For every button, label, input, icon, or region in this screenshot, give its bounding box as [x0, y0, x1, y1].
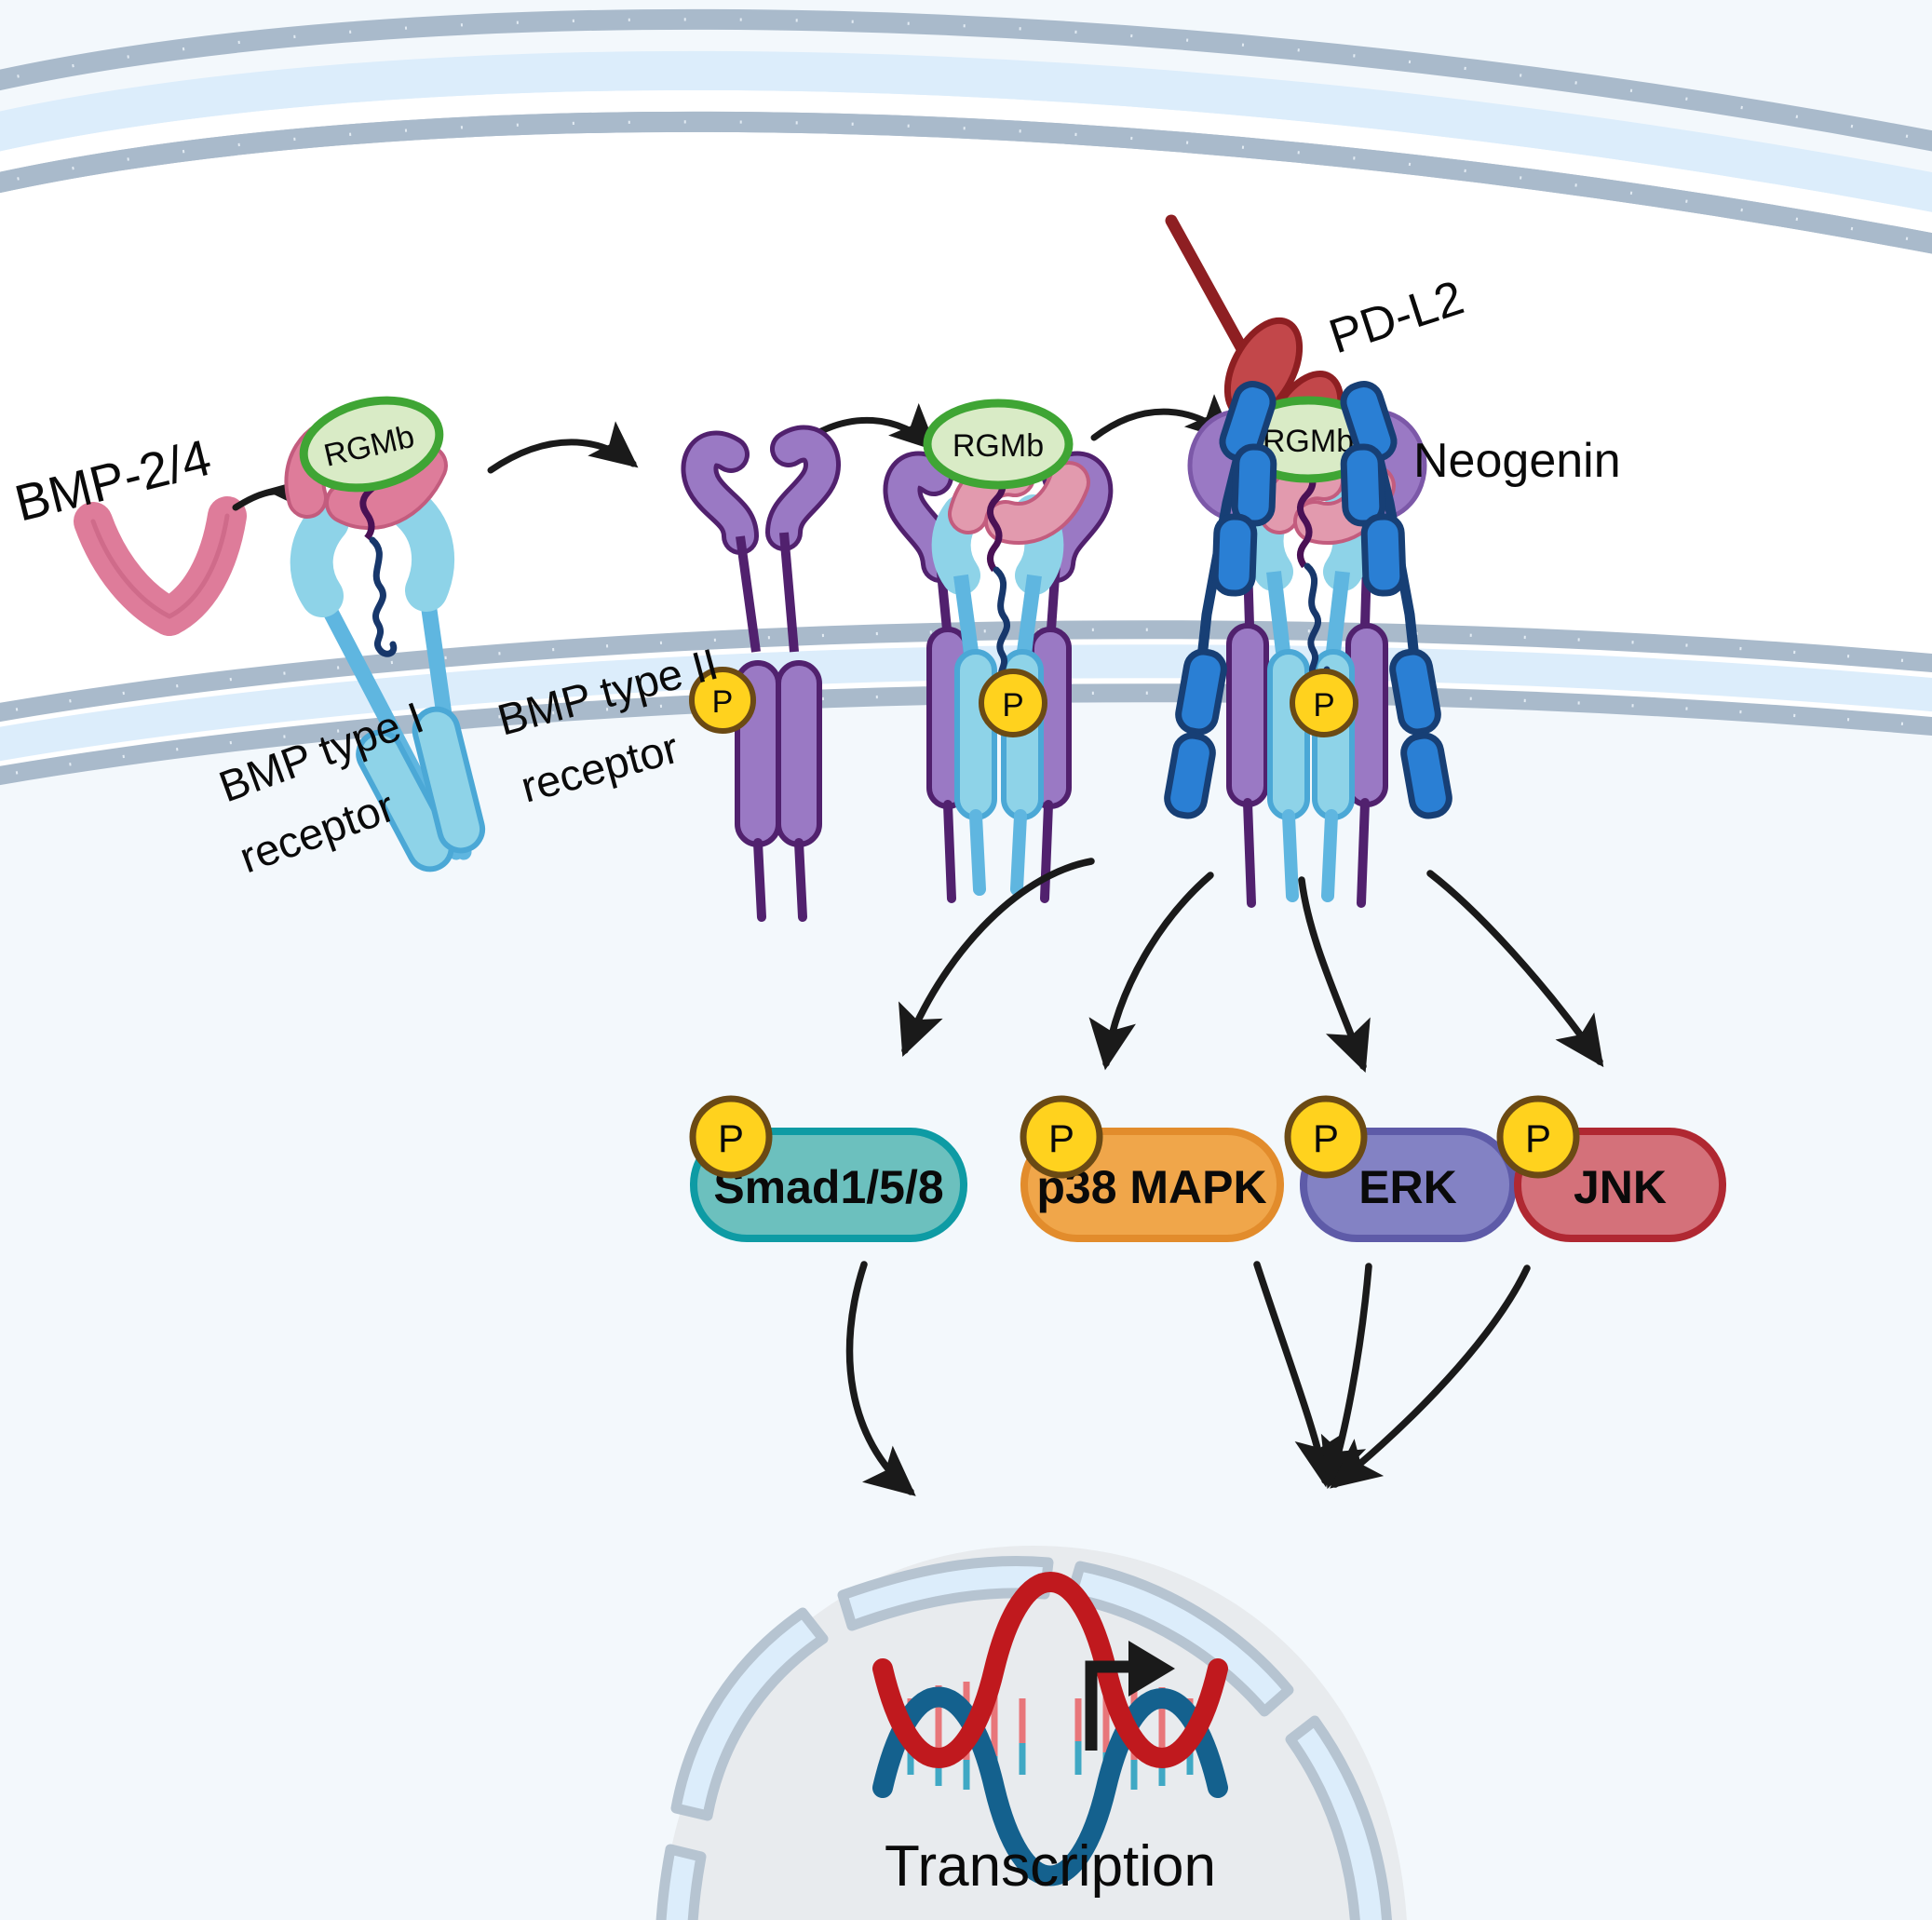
neogenin-right-chain: [1340, 381, 1452, 819]
arrow-smad-to-nucleus: [845, 1261, 916, 1496]
arrows-to-nucleus: [845, 1261, 1531, 1496]
rgmb-ellipse-1: [299, 396, 444, 493]
complex-bmp-rgmb-type1: RGMb: [284, 396, 486, 872]
bmp-type1-receptor-left: [290, 500, 465, 872]
complex-bmp-type2-receptor: P: [681, 425, 841, 922]
bmp-type1-receptor-right: [390, 489, 486, 860]
phospho-circle-complex4: [1290, 669, 1358, 737]
phospho-circle-type2: [689, 667, 756, 734]
effector-jnk[interactable]: JNK P: [1496, 1095, 1726, 1242]
phospho-label-complex4: P: [1313, 687, 1334, 723]
effector-erk[interactable]: ERK P: [1284, 1095, 1517, 1242]
rgmb-ellipse-3: [923, 399, 1074, 490]
transcription-start-arrow: [1085, 1641, 1175, 1751]
bmp-ligand-free: [74, 496, 247, 636]
nucleus: Transcription: [655, 1546, 1407, 1920]
complex-rgmb-type1-type2: RGMb P: [883, 399, 1114, 903]
nuclear-envelope-segments: [655, 1555, 1392, 1920]
effector-label-erk: ERK: [1358, 1161, 1457, 1213]
phospho-circle-p38: [1020, 1095, 1103, 1179]
phospho-circle-jnk: [1496, 1095, 1580, 1179]
upper-extracellular-fill: [0, 0, 1932, 193]
effector-p38[interactable]: p38 MAPK P: [1020, 1095, 1284, 1242]
complex-neogenin-pdl2-rgmb: RGMb P: [1164, 381, 1452, 908]
rgmb-label-4: RGMb: [1263, 424, 1354, 459]
phospho-label-type2: P: [712, 684, 734, 720]
arrow-to-erk: [1298, 876, 1371, 1074]
neogenin-left-chain: [1164, 381, 1277, 819]
rgmb-label-3: RGMb: [952, 428, 1044, 464]
effector-label-jnk: JNK: [1574, 1161, 1667, 1213]
phospho-label-erk: P: [1313, 1116, 1339, 1160]
pd-l2-label: PD-L2: [1323, 271, 1470, 365]
bmp-ligand-label: BMP-2/4: [9, 428, 217, 533]
phospho-circle-complex3: [979, 669, 1047, 737]
effector-smad[interactable]: Smad1/5/8 P: [689, 1095, 967, 1242]
arrow-to-smad: [898, 858, 1095, 1057]
signal-fanout-arrows: [898, 858, 1604, 1074]
arrow-to-p38: [1088, 872, 1214, 1071]
phospho-circle-erk: [1284, 1095, 1368, 1179]
neogenin-label: Neogenin: [1413, 434, 1621, 488]
phospho-label-jnk: P: [1525, 1116, 1551, 1160]
phospho-label-p38: P: [1048, 1116, 1074, 1160]
transcription-label: Transcription: [885, 1834, 1216, 1899]
cytoplasm-region: [0, 693, 1932, 1920]
phospho-label-smad: P: [718, 1116, 744, 1160]
arrow-jnk-to-nucleus: [1330, 1264, 1531, 1489]
phospho-label-complex3: P: [1002, 687, 1023, 723]
arrow-to-jnk: [1426, 870, 1604, 1068]
dna-double-helix: [872, 1572, 1228, 1886]
arrow-complex1-to-complex2: [487, 421, 639, 474]
phospho-circle-smad: [689, 1095, 773, 1179]
